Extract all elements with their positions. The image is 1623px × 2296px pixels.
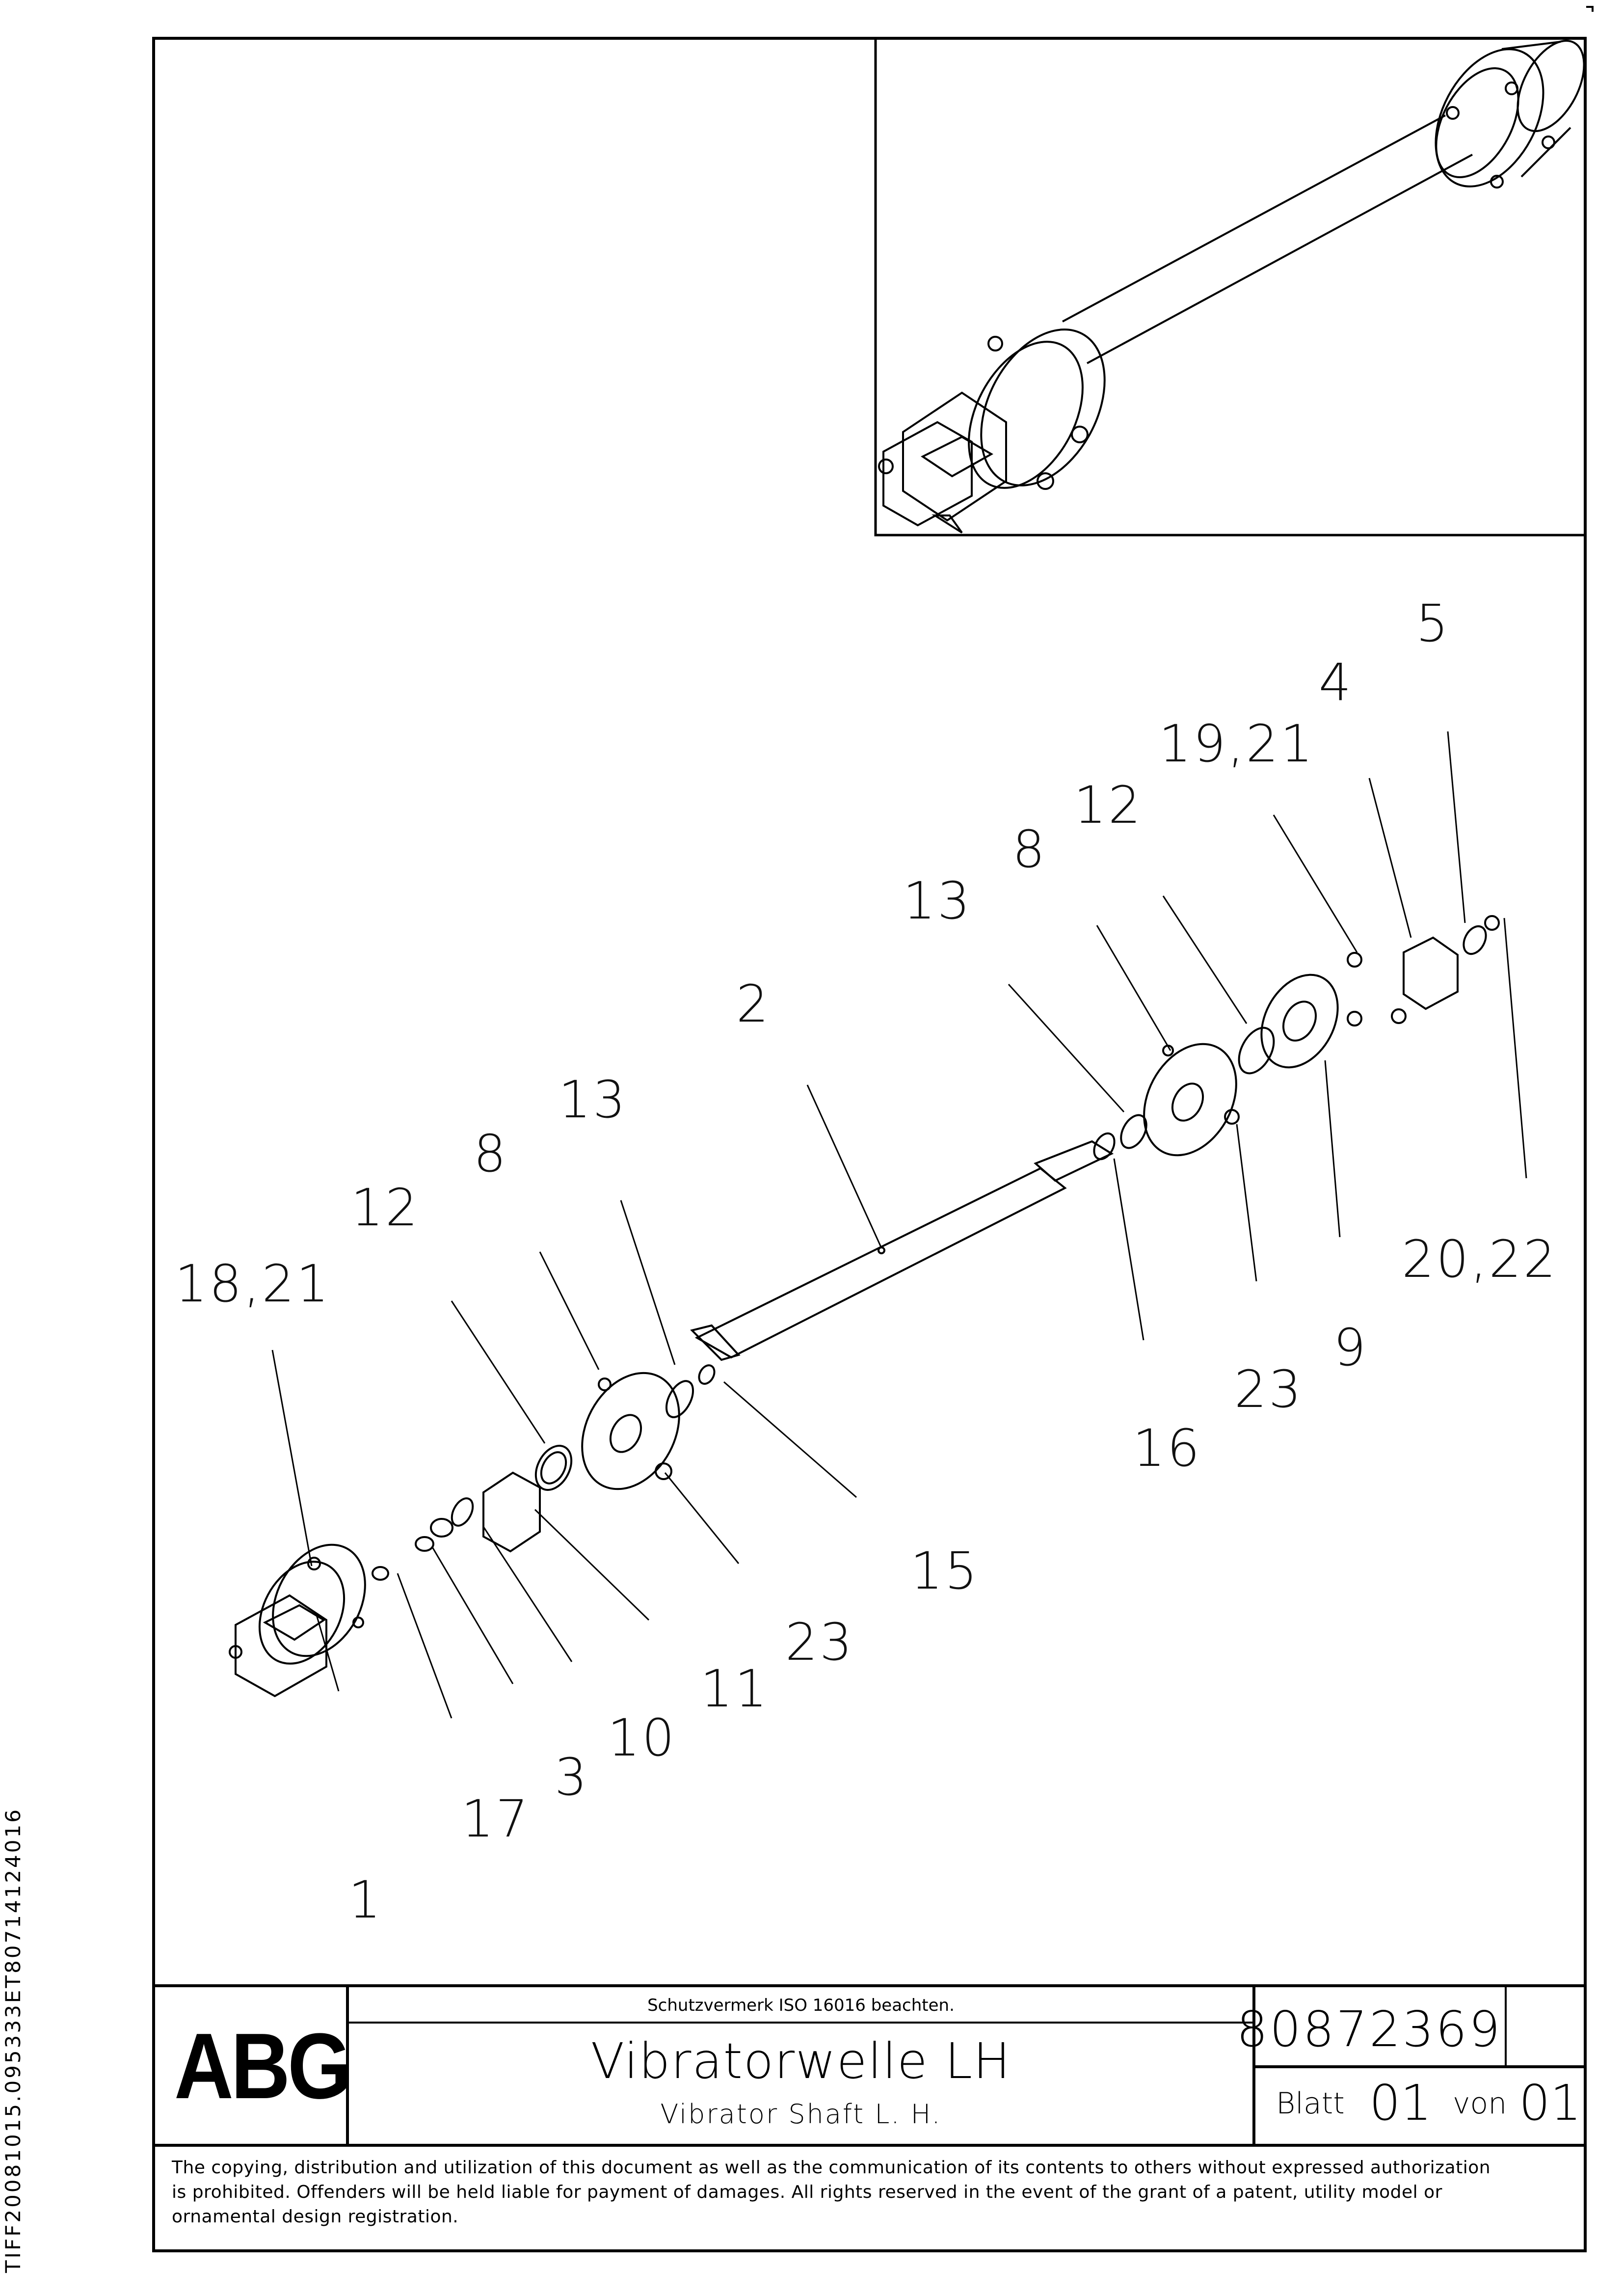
protection-note: Schutzvermerk ISO 16016 beachten. xyxy=(647,1996,955,2015)
sheet-total: 01 xyxy=(1519,2074,1582,2132)
copyright-line-2: is prohibited. Offenders will be held li… xyxy=(172,2182,1442,2202)
vibrator-shaft xyxy=(694,1167,1067,1359)
part-label: 23 xyxy=(785,1612,854,1672)
part-label: 11 xyxy=(700,1659,770,1719)
part-label: 8 xyxy=(1012,819,1047,879)
part-label: 20,22 xyxy=(1402,1229,1558,1289)
sheet-frame xyxy=(152,37,1587,2252)
title-english: Vibrator Shaft L. H. xyxy=(660,2099,942,2130)
sheet-label: Blatt xyxy=(1276,2086,1345,2121)
part-label: 19,21 xyxy=(1159,714,1315,774)
part-label: 4 xyxy=(1318,652,1354,712)
of-label: von xyxy=(1453,2086,1507,2121)
assembled-view-inset xyxy=(874,37,1587,537)
part-label: 18,21 xyxy=(175,1254,331,1314)
sheet-number: 01 xyxy=(1369,2074,1432,2132)
assembled-shaft-view xyxy=(878,40,1585,534)
side-reference-code: TIFF20081015.095333ET80714124016 xyxy=(1,1808,25,2273)
part-label: 13 xyxy=(903,871,972,931)
copyright-line-3: ornamental design registration. xyxy=(172,2207,459,2227)
leader-lines xyxy=(271,731,1527,1719)
part-label: 9 xyxy=(1333,1318,1368,1378)
part-label: 15 xyxy=(910,1541,980,1601)
part-label: 23 xyxy=(1234,1359,1304,1419)
part-label: 2 xyxy=(736,974,771,1034)
part-label: 12 xyxy=(350,1178,420,1238)
part-label: 10 xyxy=(607,1708,677,1768)
part-label: 3 xyxy=(554,1747,589,1807)
part-label: 12 xyxy=(1073,775,1143,835)
abg-logo: ABG xyxy=(174,2014,351,2118)
title-german: Vibratorwelle LH xyxy=(590,2032,1011,2090)
part-label: 13 xyxy=(558,1070,628,1130)
part-label: 1 xyxy=(348,1870,383,1930)
part-label: 8 xyxy=(473,1124,508,1184)
part-label: 17 xyxy=(461,1789,531,1849)
part-label: 16 xyxy=(1132,1418,1202,1478)
part-label: 5 xyxy=(1415,594,1451,653)
drawing-number: 80872369 xyxy=(1236,2000,1502,2058)
exploded-parts xyxy=(229,915,1500,1698)
copyright-line-1: The copying, distribution and utilizatio… xyxy=(172,2158,1491,2178)
